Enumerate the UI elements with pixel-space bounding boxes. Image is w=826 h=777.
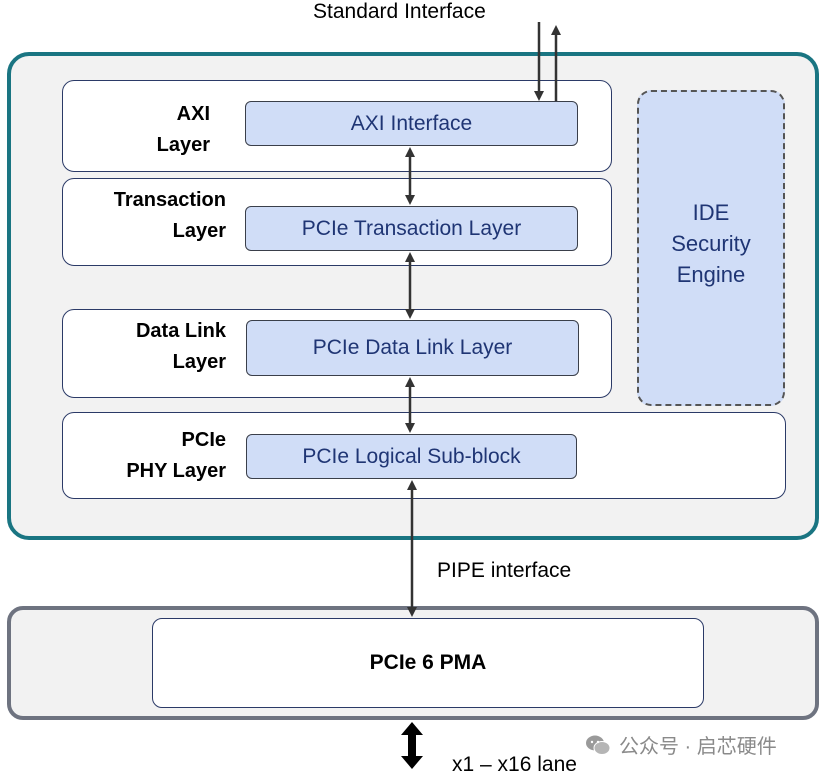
ide-line1: IDE [692,199,730,225]
transaction-layer-label: Transaction Layer [70,185,226,247]
wechat-icon [586,735,611,755]
phy-layer-label: PCIe PHY Layer [70,425,226,487]
lane-label: x1 – x16 lane [452,753,577,776]
transaction-layer-label-line1: Transaction [113,189,226,211]
phy-layer-label-line2: PHY Layer [126,460,226,482]
axi-interface-block: AXI Interface [245,101,578,146]
axi-layer-label-line1: AXI [176,103,210,125]
lane-arrow [401,722,423,769]
ide-line2: Security [671,230,751,256]
pcie-data-link-layer-block: PCIe Data Link Layer [246,320,579,376]
data-link-layer-label-line1: Data Link [135,320,226,342]
watermark-text: 公众号 · 启芯硬件 [619,736,777,758]
pipe-interface-label: PIPE interface [437,559,572,582]
axi-layer-label: AXI Layer [70,99,210,161]
data-link-layer-label: Data Link Layer [70,316,226,378]
data-link-layer-label-line2: Layer [172,351,226,373]
axi-layer-label-line2: Layer [156,134,210,156]
standard-interface-label: Standard Interface [313,0,486,23]
transaction-layer-label-line2: Layer [172,220,226,242]
ide-security-engine: IDE Security Engine [637,90,785,406]
watermark: 公众号 · 启芯硬件 [585,730,777,759]
pcie-6-pma-block: PCIe 6 PMA [152,618,704,708]
phy-layer-label-line1: PCIe [181,429,226,451]
ide-line3: Engine [676,261,746,287]
pcie-logical-sub-block: PCIe Logical Sub-block [246,434,577,479]
pcie-transaction-layer-block: PCIe Transaction Layer [245,206,578,251]
